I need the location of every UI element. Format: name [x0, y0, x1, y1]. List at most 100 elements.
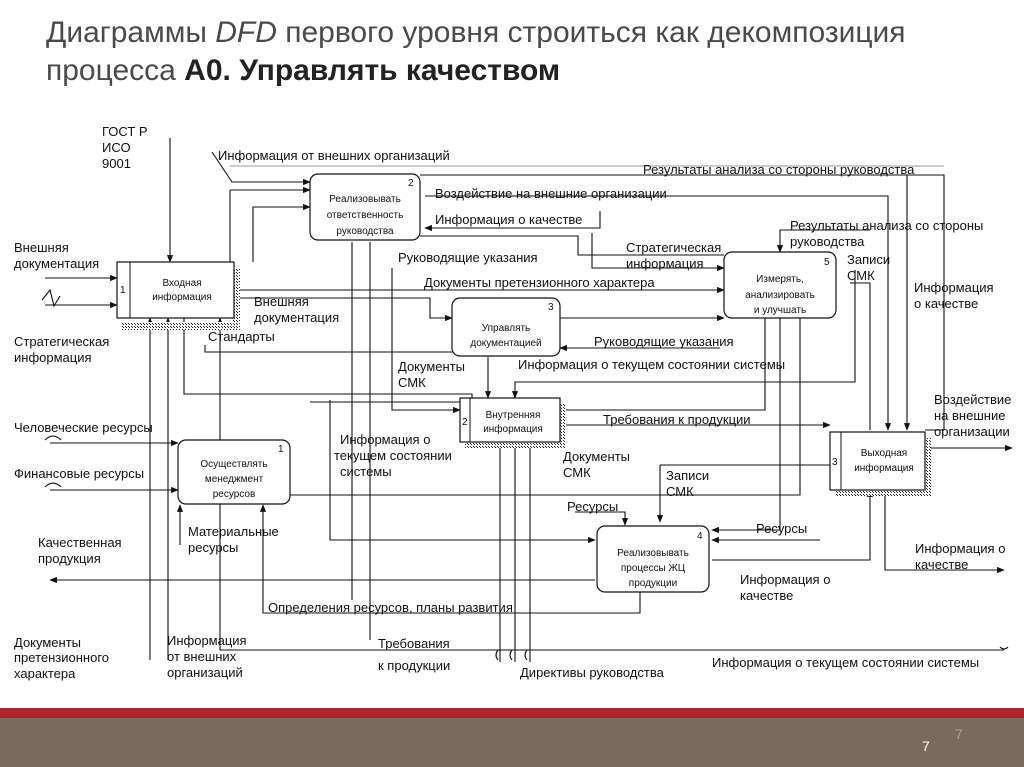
block-manage-docs: 3 Управлять документацией: [451, 297, 561, 357]
flow-label: Информация: [167, 633, 247, 648]
flow-label: Документы: [563, 449, 630, 464]
block-number: 3: [548, 302, 554, 313]
block-number: 4: [697, 531, 703, 542]
page-number: 7: [922, 738, 930, 754]
title-bold: А0. Управлять качеством: [184, 54, 561, 87]
flow-label: продукция: [38, 551, 101, 566]
title-text: Диаграммы: [46, 16, 216, 49]
title-italic: DFD: [215, 16, 277, 49]
dfd-diagram: 1 Входная информация 2 Реализовывать отв…: [14, 124, 1013, 681]
block-internal-info: 2 Внутренняя информация: [459, 397, 566, 448]
block-input-info: 1 Входная информация: [116, 261, 240, 330]
flow-label: Стратегическая: [14, 334, 109, 349]
block-label: Внутренняя: [486, 410, 541, 421]
flow-label: текущем состоянии: [334, 448, 452, 463]
flow-label: Директивы руководства: [520, 665, 665, 680]
flow-label: Воздействие: [934, 392, 1011, 407]
block-resource-mgmt: 1 Осуществлять менеджмент ресурсов: [177, 439, 291, 505]
flow-label: СМК: [398, 375, 426, 390]
flow-label: руководства: [790, 234, 865, 249]
footer: [0, 718, 1024, 767]
block-number: 5: [824, 257, 830, 268]
block-output-info: 3 Выходная информация: [829, 431, 931, 496]
flow-label: документация: [14, 256, 99, 271]
flow-label: Стандарты: [208, 329, 275, 344]
block-label: Реализовывать: [329, 194, 401, 205]
flow-label: Записи: [666, 468, 709, 483]
block-label: ответственность: [327, 210, 404, 221]
flow-labels: ГОСТ Р ИСО 9001 Информация от внешних ор…: [14, 124, 1011, 681]
block-label: процессы ЖЦ: [621, 563, 686, 574]
flow-label: Внешняя: [14, 240, 69, 255]
flow-label: СМК: [563, 465, 591, 480]
flow-label: Руководящие указания: [594, 334, 734, 349]
flow-label: Качественная: [38, 535, 122, 550]
flow-label: системы: [340, 464, 392, 479]
flow-label: претензионного: [14, 650, 109, 665]
flow-label: Документы: [14, 635, 81, 650]
block-label: информация: [854, 462, 914, 474]
flow-label: Воздействие на внешние организации: [435, 186, 667, 201]
flow-label: на внешние: [934, 408, 1005, 423]
title-text-2: первого уровня строиться как декомпозици…: [276, 16, 906, 49]
block-label: и улучшать: [754, 305, 806, 316]
accent-bar: [0, 708, 1024, 718]
flow-label: от внешних: [167, 649, 237, 664]
flow-label: Материальные: [188, 524, 279, 539]
flow-label: к продукции: [378, 658, 450, 673]
block-number: 1: [278, 444, 284, 455]
title-line-1: Диаграммы DFD первого уровня строиться к…: [46, 14, 1006, 52]
flow-label: СМК: [666, 484, 694, 499]
block-number: 2: [462, 417, 468, 428]
block-measure-analyze: 5 Измерять, анализировать и улучшать: [723, 251, 837, 319]
block-label: Управлять: [482, 323, 531, 334]
block-number: 2: [408, 178, 414, 189]
block-label: Входная: [162, 278, 201, 289]
block-number: 3: [832, 457, 838, 468]
arrows: [41, 138, 1013, 662]
flow-label: СМК: [847, 268, 875, 283]
flow-label: ИСО: [102, 140, 131, 155]
flow-label: качестве: [740, 588, 793, 603]
block-lifecycle-processes: 4 Реализовывать процессы ЖЦ продукции: [596, 525, 710, 593]
flow-label: Записи: [847, 252, 890, 267]
flow-label: качестве: [915, 557, 968, 572]
block-label: менеджмент: [205, 474, 264, 485]
block-label: информация: [483, 423, 543, 435]
flow-label: информация: [626, 256, 704, 271]
flow-label: организации: [934, 424, 1010, 439]
block-mgmt-responsibility: 2 Реализовывать ответственность руководс…: [309, 173, 421, 241]
block-label: информация: [152, 291, 212, 303]
flow-label: Результаты анализа со стороны: [790, 218, 983, 233]
block-label: документацией: [470, 338, 541, 349]
flow-label: Информация: [914, 280, 994, 295]
block-label: Выходная: [861, 448, 907, 459]
flow-label: Стратегическая: [626, 240, 721, 255]
block-label: Измерять,: [756, 274, 804, 285]
flow-label: Ресурсы: [756, 521, 807, 536]
flow-label: Внешняя: [254, 294, 309, 309]
flow-label: Информация о качестве: [435, 212, 582, 227]
flow-label: Требования к продукции: [603, 412, 751, 427]
flow-label: Информация о: [740, 572, 830, 587]
flow-label: Требования: [378, 636, 450, 651]
flow-label: Документы: [398, 359, 465, 374]
block-number: 1: [120, 285, 126, 296]
block-label: анализировать: [745, 290, 815, 301]
flow-label: организаций: [167, 665, 243, 680]
flow-label: Информация о: [340, 432, 430, 447]
slide-title: Диаграммы DFD первого уровня строиться к…: [46, 14, 1006, 90]
flow-label: Информация от внешних организаций: [218, 148, 450, 163]
title-line-2: процесса А0. Управлять качеством: [46, 52, 1006, 90]
flow-label: Результаты анализа со стороны руководств…: [643, 162, 915, 177]
page-number-ghost: 7: [955, 726, 963, 742]
flow-label: Информация о текущем состоянии системы: [518, 357, 785, 372]
flow-label: ГОСТ Р: [102, 124, 148, 139]
flow-label: Ресурсы: [567, 499, 618, 514]
flow-label: Руководящие указания: [398, 250, 538, 265]
block-label: руководства: [336, 226, 394, 237]
flow-label: Определения ресурсов, планы развития: [268, 600, 513, 615]
flow-label: документация: [254, 310, 339, 325]
block-label: продукции: [629, 578, 677, 589]
flow-label: Человеческие ресурсы: [14, 420, 153, 435]
